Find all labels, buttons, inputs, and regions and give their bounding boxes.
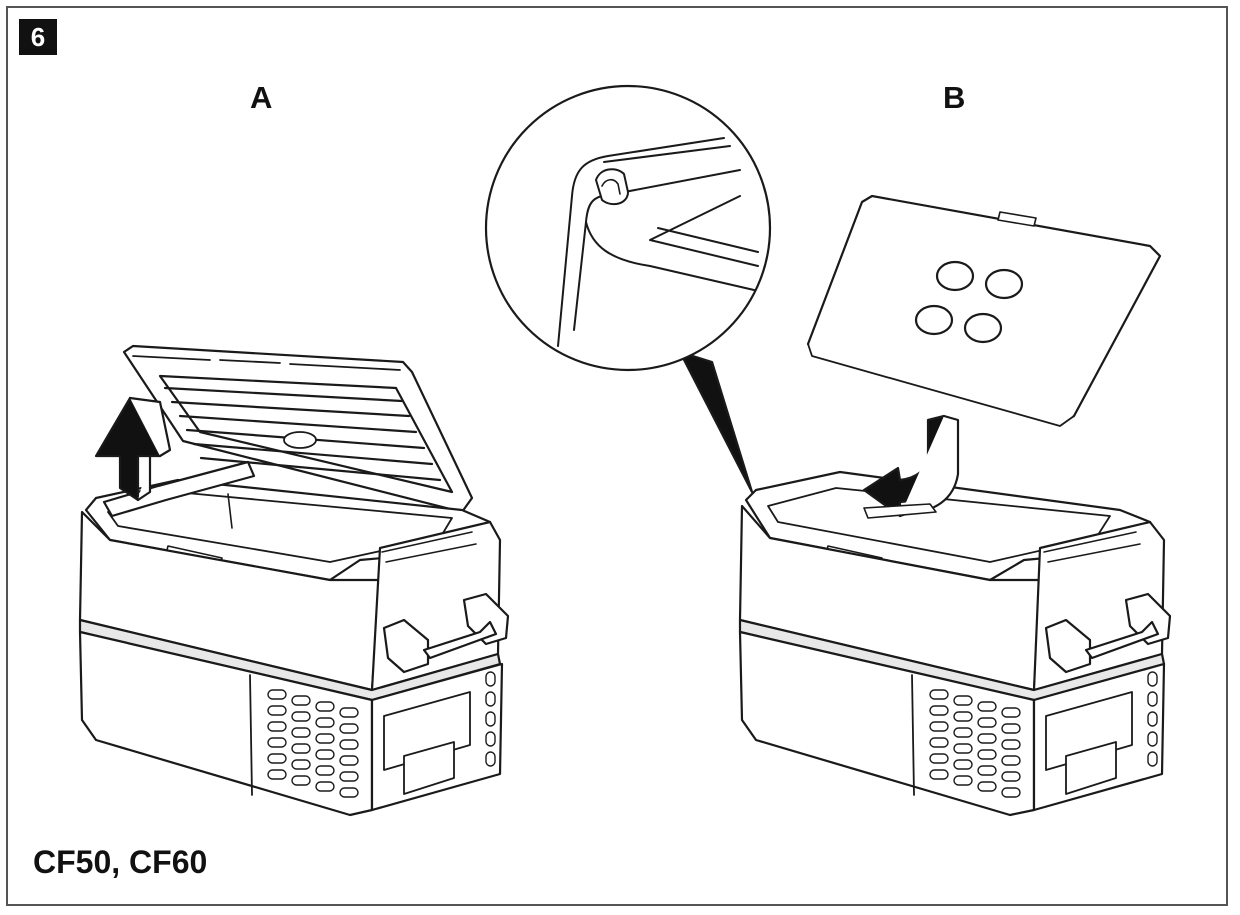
cooler-b-side-panel	[1045, 691, 1133, 795]
panel-label-a: A	[250, 80, 273, 115]
cooler-a-side-panel	[383, 691, 471, 795]
lid-button-icon	[935, 260, 975, 292]
arrow-down-icon	[862, 414, 960, 519]
cooler-b-vent-grille	[929, 671, 1158, 798]
arrow-up-icon	[94, 396, 172, 502]
cooler-b-handle	[1044, 592, 1172, 674]
step-number-badge: 6	[19, 19, 57, 55]
lid-button-icon	[914, 304, 954, 336]
panel-label-b: B	[943, 80, 966, 115]
cooler-b	[738, 194, 1172, 817]
cooler-a-vent-grille	[267, 671, 496, 798]
figure-frame	[6, 6, 1228, 906]
models-caption: CF50, CF60	[33, 844, 208, 880]
cooler-a	[78, 344, 510, 817]
detail-magnifier	[484, 84, 772, 494]
cooler-a-open-lid	[122, 344, 474, 514]
lid-button-icon	[984, 268, 1024, 300]
magnifier-pointer	[678, 350, 754, 494]
cooler-a-seal-gasket	[102, 460, 256, 518]
lid-button-icon	[963, 312, 1003, 344]
magnified-hinge-detail	[557, 137, 759, 347]
cooler-b-detached-lid	[806, 194, 1162, 427]
cooler-a-handle	[382, 592, 510, 674]
